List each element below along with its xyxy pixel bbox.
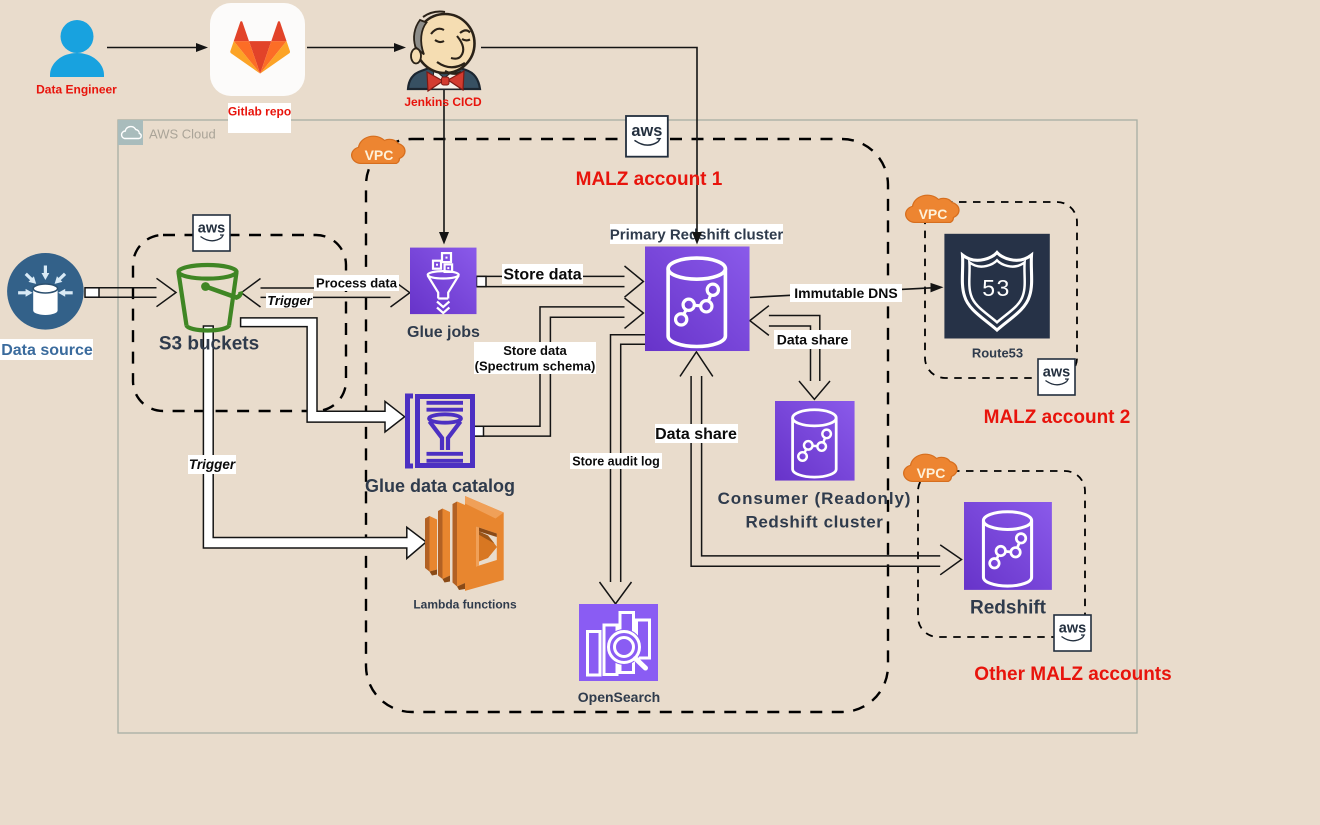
svg-text:AWS Cloud: AWS Cloud: [149, 127, 216, 142]
svg-text:MALZ account 2: MALZ account 2: [984, 407, 1131, 428]
svg-text:Redshift cluster: Redshift cluster: [745, 513, 883, 532]
svg-text:S3 buckets: S3 buckets: [159, 334, 259, 355]
svg-text:Trigger: Trigger: [189, 457, 236, 472]
svg-text:Gitlab repo: Gitlab repo: [228, 105, 291, 119]
svg-text:Data source: Data source: [1, 342, 93, 359]
svg-text:Trigger: Trigger: [267, 293, 312, 308]
svg-text:Store audit log: Store audit log: [572, 455, 660, 469]
svg-text:Data share: Data share: [655, 426, 737, 443]
svg-text:Other MALZ accounts: Other MALZ accounts: [974, 664, 1171, 685]
svg-text:Redshift: Redshift: [970, 598, 1047, 619]
svg-text:(Spectrum schema): (Spectrum schema): [475, 359, 596, 374]
svg-text:Glue jobs: Glue jobs: [407, 324, 480, 341]
svg-text:Immutable DNS: Immutable DNS: [794, 285, 897, 301]
svg-text:Consumer (Readonly): Consumer (Readonly): [718, 489, 912, 508]
svg-text:OpenSearch: OpenSearch: [578, 689, 660, 705]
svg-text:Jenkins CICD: Jenkins CICD: [404, 95, 482, 109]
svg-text:Store data: Store data: [503, 343, 567, 358]
svg-text:Data share: Data share: [777, 332, 849, 348]
svg-text:53: 53: [982, 275, 1011, 301]
svg-text:Glue data catalog: Glue data catalog: [365, 476, 515, 496]
svg-text:Process data: Process data: [316, 276, 398, 291]
svg-text:MALZ account 1: MALZ account 1: [576, 169, 723, 190]
svg-text:Lambda functions: Lambda functions: [413, 598, 517, 612]
svg-text:Data Engineer: Data Engineer: [36, 83, 117, 97]
svg-text:Route53: Route53: [972, 346, 1023, 361]
svg-text:Store data: Store data: [503, 267, 581, 284]
